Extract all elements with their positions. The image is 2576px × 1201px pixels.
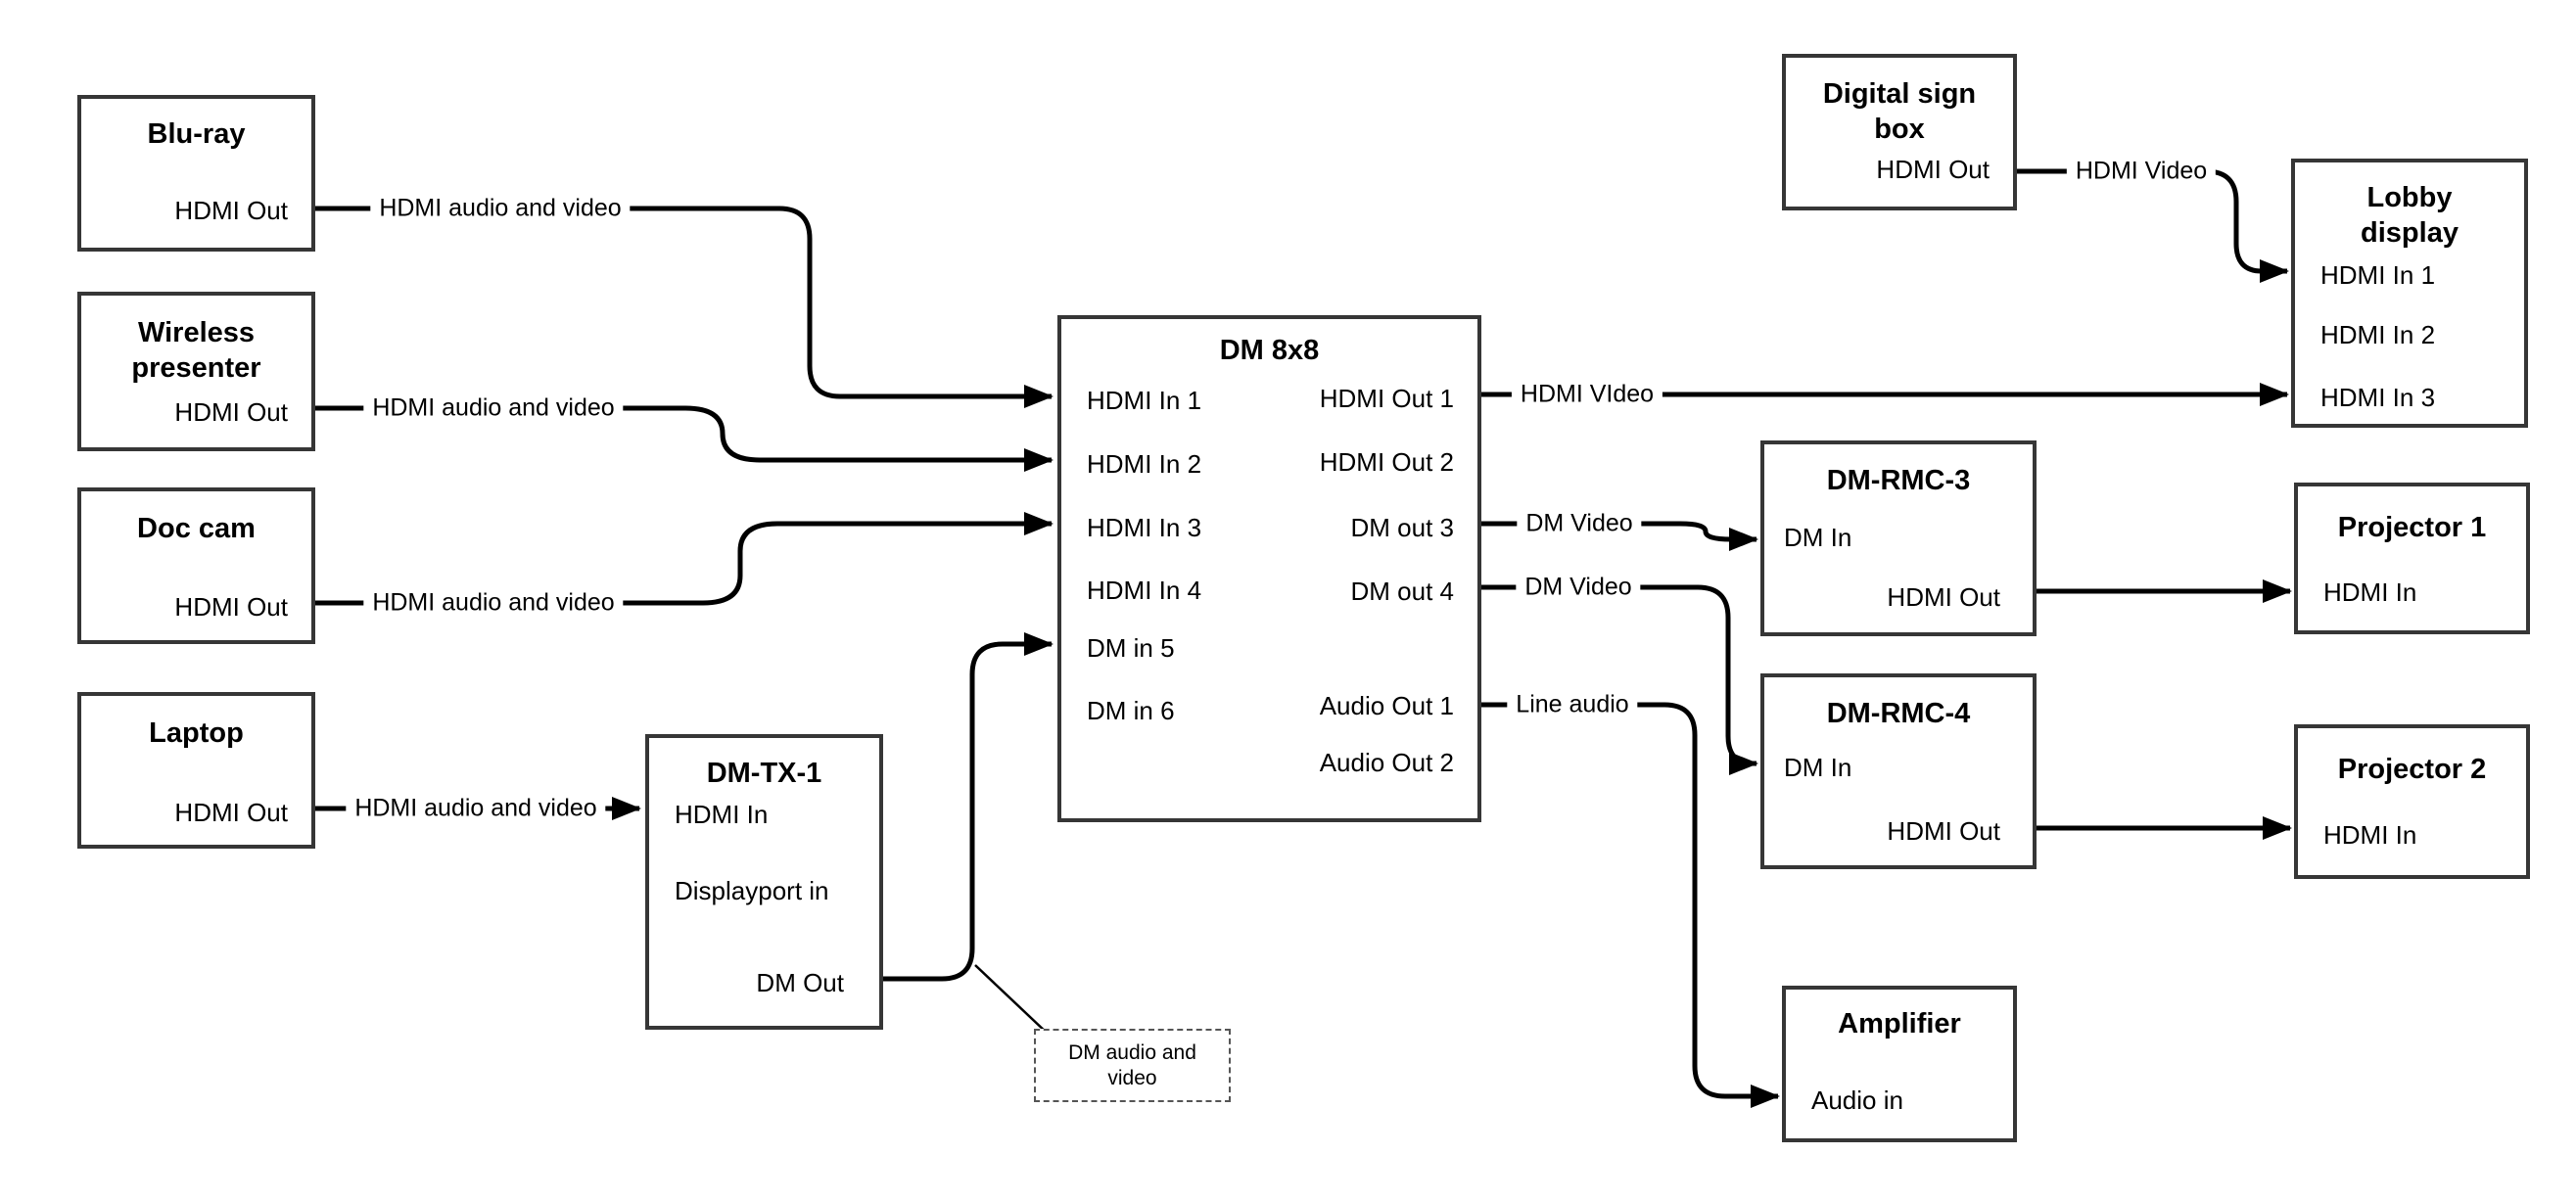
port-lobby-hdmi-in-1: HDMI In 1 [2320,260,2436,290]
port-dm8x8-dm-in-5: DM in 5 [1087,633,1175,663]
node-digital-sign-box: Digital sign box HDMI Out [1782,54,2017,210]
wire-label-hdmi-video-long: HDMI VIdeo [1511,378,1663,411]
wire-label-line-audio: Line audio [1507,688,1638,721]
port-dm8x8-audio-out-1: Audio Out 1 [1319,691,1454,720]
port-dm8x8-hdmi-in-4: HDMI In 4 [1087,576,1202,605]
node-bluray: Blu-ray HDMI Out [77,95,315,252]
port-dm8x8-hdmi-in-2: HDMI In 2 [1087,449,1202,479]
port-dm8x8-hdmi-in-1: HDMI In 1 [1087,386,1202,415]
port-bluray-hdmi-out: HDMI Out [174,196,288,225]
connector-digitalsign-to-lobby-in1 [2017,168,2289,283]
connector-doccam-to-dm8x8-in3 [315,512,1054,606]
node-dm-tx-1: DM-TX-1 HDMI In Displayport in DM Out [645,734,883,1030]
port-dm8x8-hdmi-in-3: HDMI In 3 [1087,513,1202,542]
port-dmtx1-hdmi-in: HDMI In [675,800,769,829]
wire-label-dm-video-4: DM Video [1516,571,1641,604]
wire-label-hdmi-video-sign: HDMI Video [2066,155,2217,188]
connector-dm8x8-dmout3-to-dmrmc3 [1481,521,1758,551]
port-dm8x8-dm-in-6: DM in 6 [1087,696,1175,725]
port-dmrmc4-dm-in: DM In [1784,753,1852,782]
port-lobby-hdmi-in-2: HDMI In 2 [2320,320,2436,349]
wire-label-bluray: HDMI audio and video [370,192,631,225]
node-lobby-display: Lobby display HDMI In 1 HDMI In 2 HDMI I… [2291,159,2528,428]
port-projector1-hdmi-in: HDMI In [2323,577,2417,607]
port-dmtx1-displayport-in: Displayport in [675,876,829,905]
port-dm8x8-hdmi-out-2: HDMI Out 2 [1319,447,1454,477]
port-dm8x8-dm-out-3: DM out 3 [1350,513,1455,542]
wire-label-doccam: HDMI audio and video [363,586,624,620]
node-amplifier: Amplifier Audio in [1782,986,2017,1142]
node-title: Digital sign box [1822,78,1977,145]
node-projector-1: Projector 1 HDMI In [2294,483,2530,634]
node-title: DM-TX-1 [706,758,822,789]
node-projector-2: Projector 2 HDMI In [2294,724,2530,879]
node-title: DM 8x8 [1219,335,1320,366]
port-dm8x8-dm-out-4: DM out 4 [1350,577,1455,606]
node-dm-8x8: DM 8x8 HDMI In 1 HDMI In 2 HDMI In 3 HDM… [1057,315,1481,822]
node-title: Projector 1 [2337,512,2487,543]
port-amplifier-audio-in: Audio in [1811,1086,1903,1115]
node-title: Projector 2 [2337,754,2487,785]
port-dmrmc3-dm-in: DM In [1784,523,1852,552]
node-wireless-presenter: Wireless presenter HDMI Out [77,292,315,451]
port-dmrmc4-hdmi-out: HDMI Out [1887,816,2000,846]
port-dmrmc3-hdmi-out: HDMI Out [1887,582,2000,612]
port-lobby-hdmi-in-3: HDMI In 3 [2320,383,2436,412]
connector-dm8x8-dmout4-to-dmrmc4 [1481,584,1758,775]
node-title: Doc cam [137,513,256,544]
wire-label-dm-video-3: DM Video [1517,507,1642,540]
port-digitalsign-hdmi-out: HDMI Out [1876,155,1990,184]
connector-dmtx1-to-dm8x8-dmin5 [883,632,1054,982]
node-title: Amplifier [1838,1008,1961,1039]
port-doccam-hdmi-out: HDMI Out [174,592,288,622]
node-laptop: Laptop HDMI Out [77,692,315,849]
connector-bluray-to-dm8x8-in1 [315,206,1054,408]
node-dm-rmc-4: DM-RMC-4 DM In HDMI Out [1760,673,2037,869]
connector-wireless-to-dm8x8-in2 [315,405,1054,472]
wire-label-wireless: HDMI audio and video [363,392,624,425]
port-wireless-hdmi-out: HDMI Out [174,397,288,427]
node-title: Lobby display [2361,182,2459,249]
node-title: DM-RMC-4 [1826,698,1971,729]
node-title: DM-RMC-3 [1826,465,1971,496]
callout-leader-line [974,964,1049,1035]
wire-label-laptop: HDMI audio and video [346,792,606,825]
connector-dm8x8-audioout1-to-amplifier [1481,702,1780,1108]
port-laptop-hdmi-out: HDMI Out [174,798,288,827]
node-title: Wireless presenter [131,317,261,384]
port-dm8x8-audio-out-2: Audio Out 2 [1319,748,1454,777]
node-title: Blu-ray [147,118,246,150]
port-dmtx1-dm-out: DM Out [756,968,844,997]
node-title: Laptop [149,717,244,749]
callout-dm-audio-video: DM audio and video [1034,1029,1231,1102]
node-doc-cam: Doc cam HDMI Out [77,487,315,644]
node-dm-rmc-3: DM-RMC-3 DM In HDMI Out [1760,440,2037,636]
port-dm8x8-hdmi-out-1: HDMI Out 1 [1319,384,1454,413]
port-projector2-hdmi-in: HDMI In [2323,820,2417,850]
